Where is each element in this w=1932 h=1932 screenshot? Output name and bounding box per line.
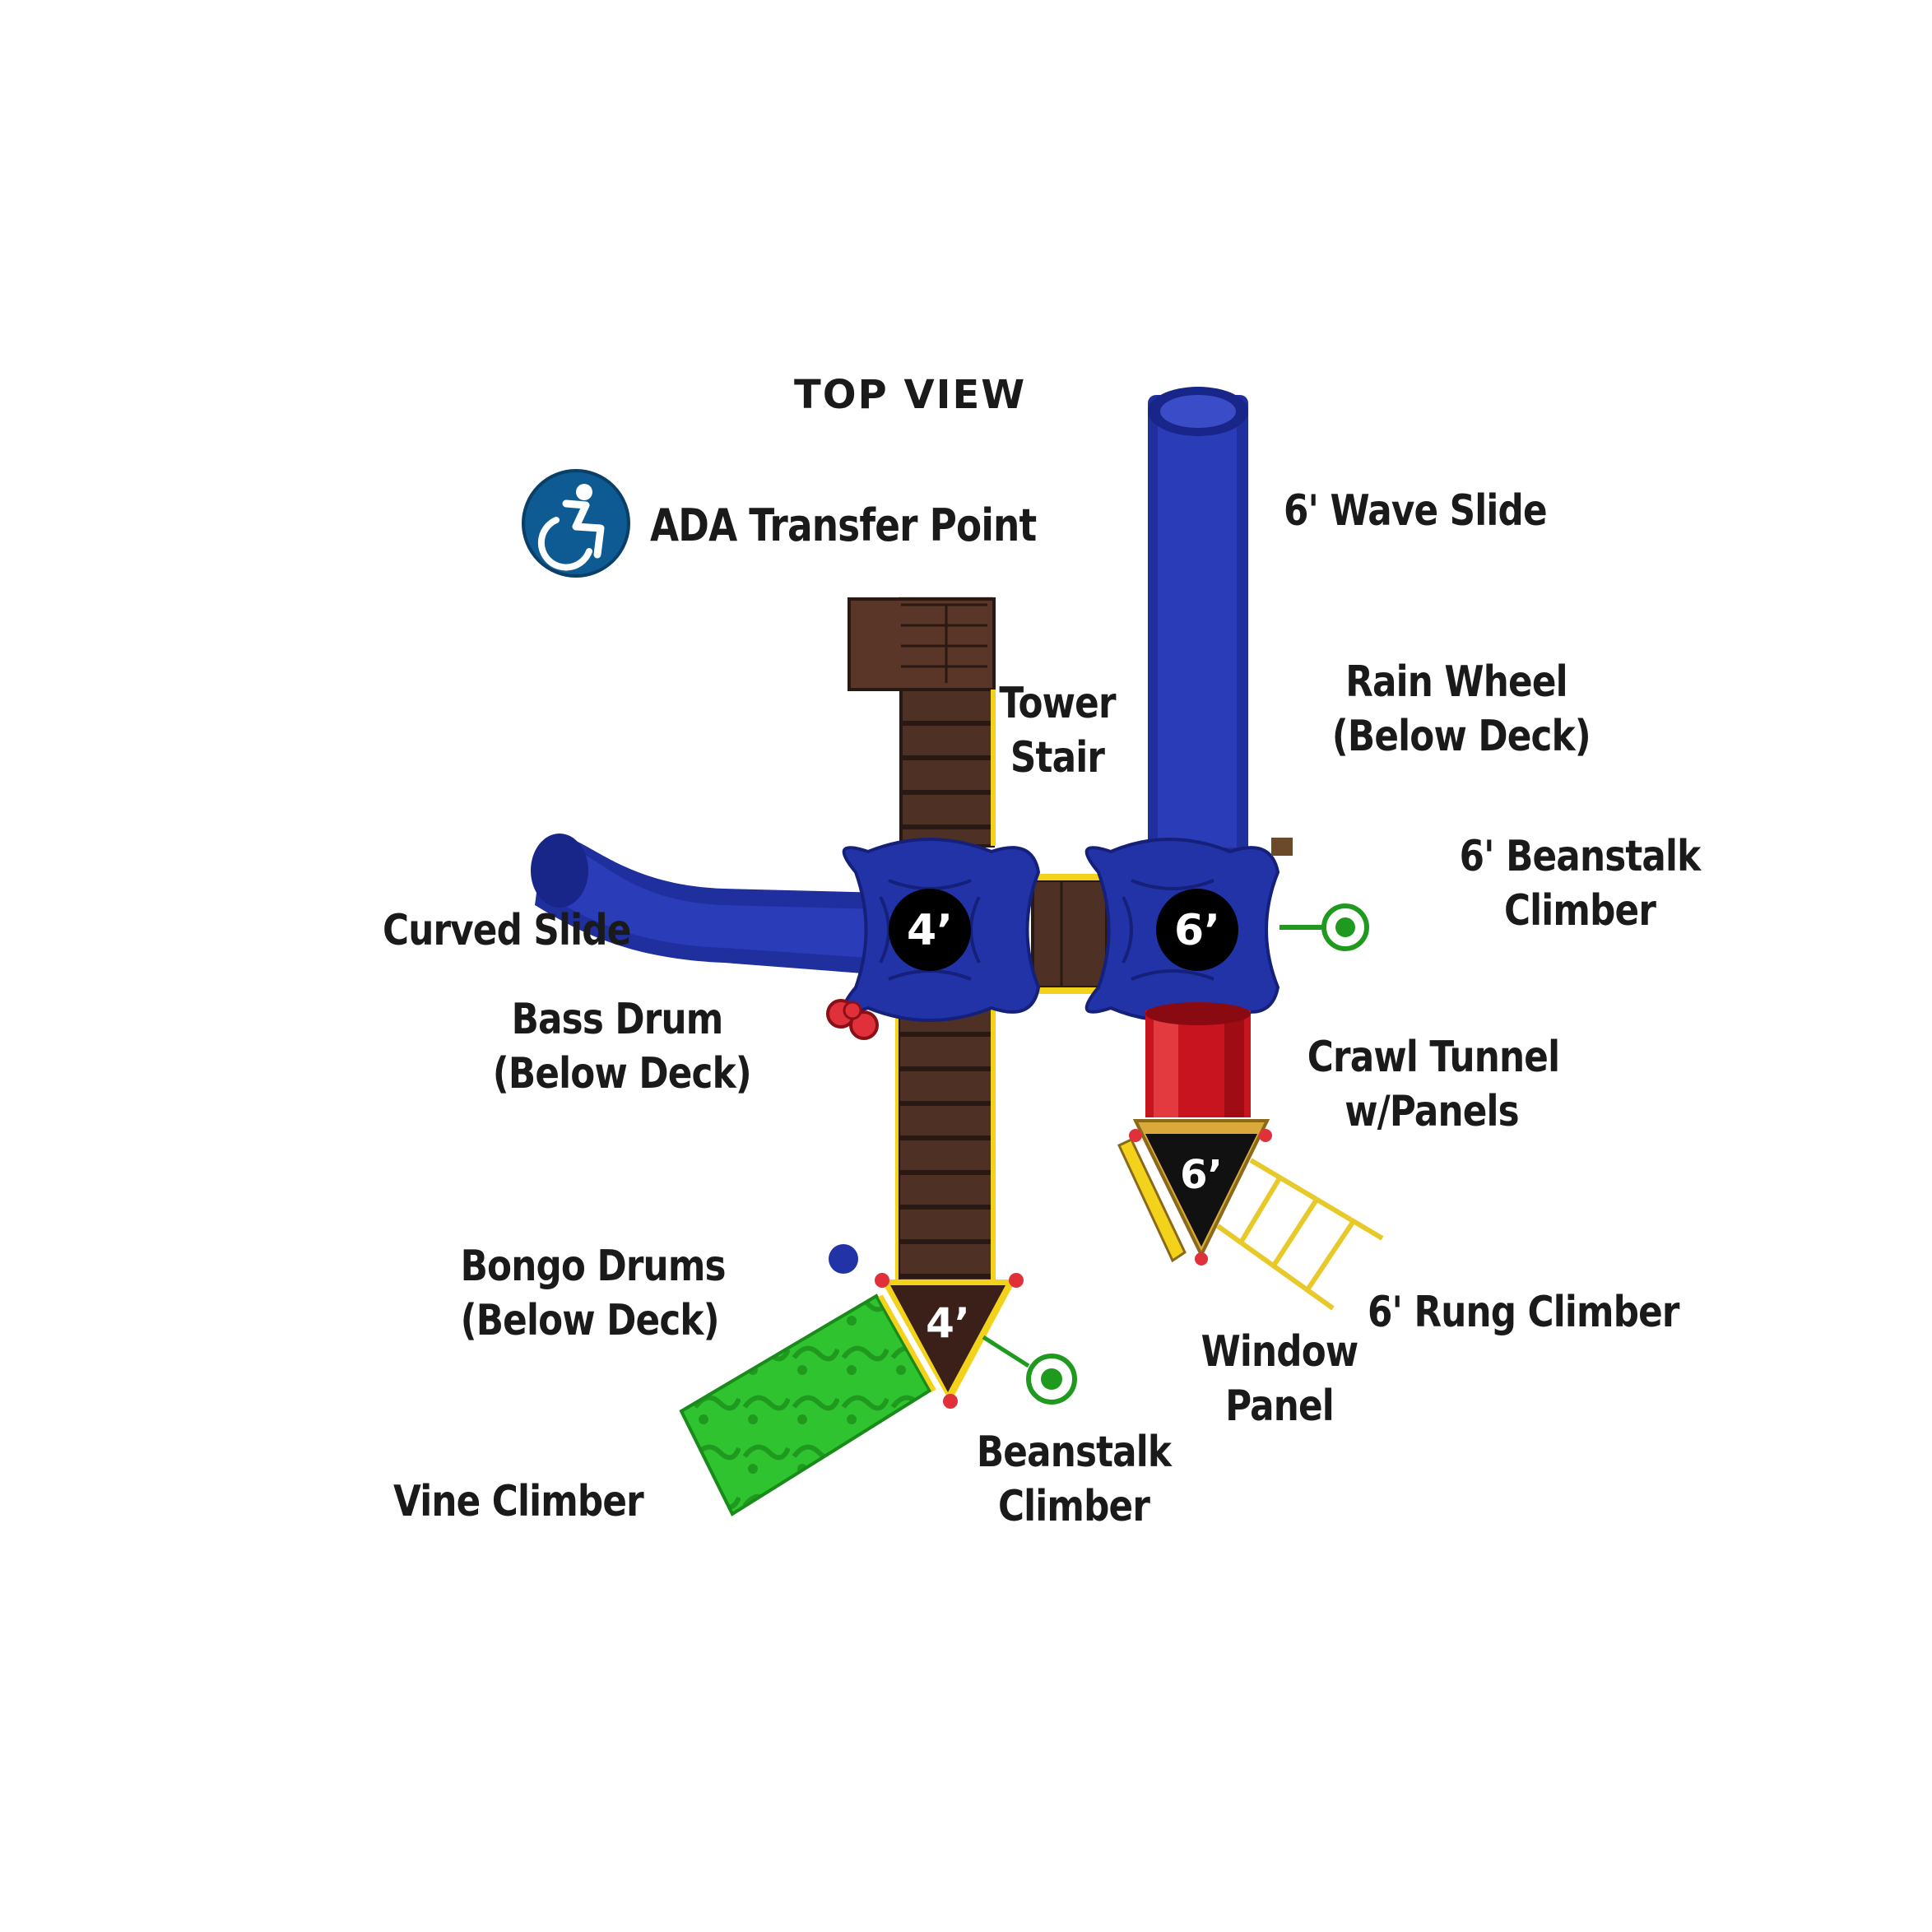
- bongo-drums-label: Bongo Drums (Below Deck): [460, 1242, 727, 1345]
- deck-height-4: 4’: [926, 1299, 970, 1347]
- deck-height-1: 4’: [907, 906, 953, 955]
- deck-6ft-upper: [1084, 838, 1293, 1022]
- rain-wheel-label: Rain Wheel (Below Deck): [1331, 657, 1591, 761]
- wave-slide: [1148, 387, 1248, 856]
- bass-drum-label: Bass Drum (Below Deck): [492, 995, 752, 1098]
- curved-slide: [531, 834, 885, 975]
- beanstalk-climber-6ft: [1279, 903, 1369, 951]
- bass-drum: [826, 999, 879, 1040]
- window-panel-shape: [1117, 1138, 1187, 1263]
- beanstalk-6ft-label: 6' Beanstalk Climber: [1459, 832, 1702, 936]
- deck-height-3: 6’: [1180, 1152, 1223, 1198]
- deck-4ft-upper: [842, 838, 1041, 1022]
- curved-slide-label: Curved Slide: [383, 906, 631, 955]
- deck-6ft-lower: [1117, 1119, 1272, 1266]
- deck-4ft-lower: [875, 1273, 1024, 1409]
- rung-climber: [1216, 1158, 1384, 1311]
- wave-slide-label: 6' Wave Slide: [1284, 486, 1548, 536]
- deck-bridge: [1031, 879, 1108, 989]
- window-panel-label: Window Panel: [1201, 1327, 1359, 1431]
- ada-transfer-label: ADA Transfer Point: [650, 499, 1037, 551]
- crawl-tunnel: [1145, 1002, 1251, 1117]
- crawl-tunnel-label: Crawl Tunnel w/Panels: [1307, 1033, 1560, 1136]
- diagram-title: TOP VIEW: [794, 372, 1027, 418]
- tower-stair-label: Tower Stair: [999, 679, 1116, 783]
- beanstalk-label: Beanstalk Climber: [976, 1428, 1172, 1531]
- deck-height-2: 6’: [1174, 906, 1220, 955]
- vine-climber: [679, 1293, 936, 1516]
- lower-stair: [895, 1006, 996, 1289]
- rung-climber-label: 6' Rung Climber: [1368, 1288, 1679, 1337]
- bongo-drums: [829, 1244, 858, 1274]
- ada-icon: [522, 469, 630, 578]
- tower-stair: [848, 597, 996, 848]
- vine-climber-label: Vine Climber: [393, 1477, 644, 1526]
- beanstalk-climber: [982, 1335, 1077, 1405]
